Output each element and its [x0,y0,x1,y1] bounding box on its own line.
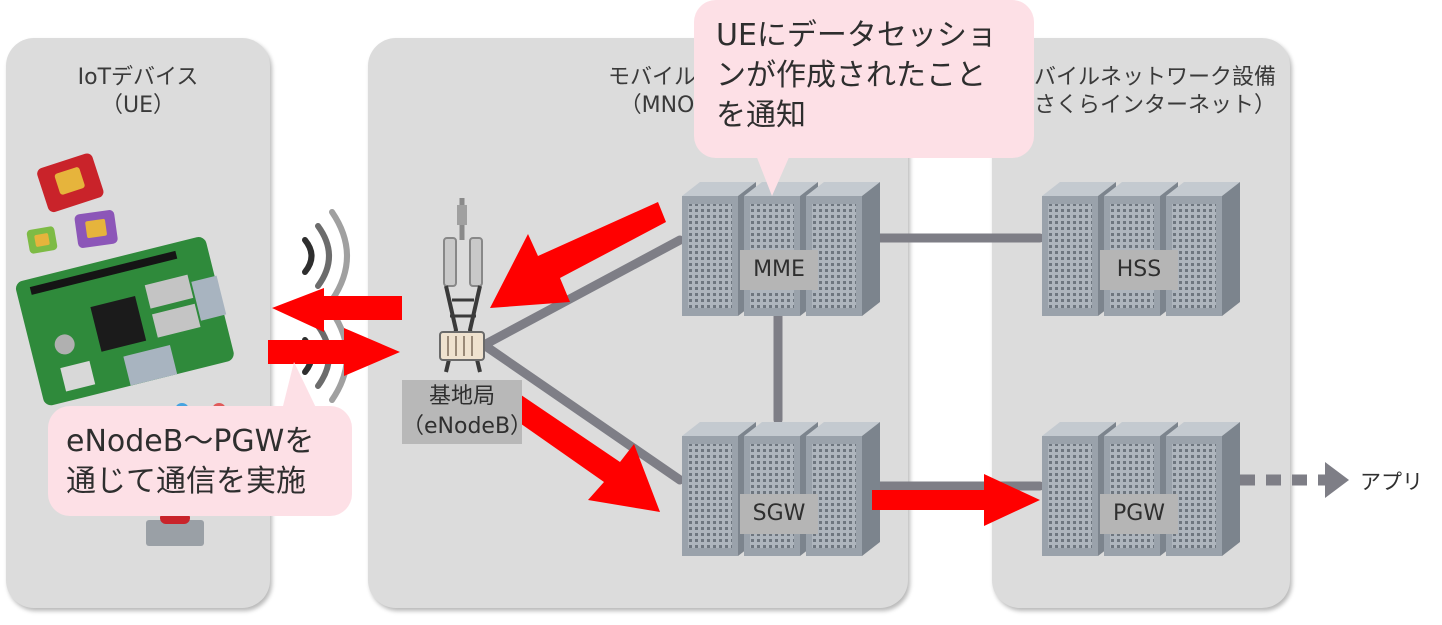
iot-device-subtitle-text: （UE） [100,93,175,118]
base-station-icon [439,198,485,373]
iot-board-icon [15,237,234,406]
node-label-mme: MME [740,250,818,290]
sim-card-green-icon [26,226,58,254]
base-station-label: 基地局 （eNodeB） [402,380,533,444]
node-label-hss: HSS [1100,250,1178,290]
sakura-subtitle-text: （さくらインターネット） [1011,93,1276,118]
server-hss [1042,182,1240,316]
app-arrow-head [1325,462,1349,498]
sakura-title-text: モバイルネットワーク設備 [1011,65,1276,90]
arrow-enb-to-ue [272,288,402,332]
iot-device-title-text: IoTデバイス [77,65,199,90]
callout-top-line-2: ンが作成されたこと [716,58,986,93]
callout-top-line-3: を通知 [716,98,806,133]
sim-card-red-icon [37,153,104,213]
base-station-name: 基地局 [428,384,495,409]
panel-iot-device-title: IoTデバイス （UE） [6,64,270,120]
callout-top-tail [756,155,790,196]
server-mme [682,182,880,316]
app-label: アプリ [1360,470,1423,494]
callout-bottom-tail [282,362,320,416]
arrow-enb-to-sgw [484,382,660,512]
callout-top-line-1: UEにデータセッショ [716,18,997,53]
arrow-mme-to-enb [490,202,666,308]
arrow-ue-to-enb [268,328,400,376]
server-pgw [1042,422,1240,556]
link-enb-sgw [479,340,685,485]
panel-sakura-title: モバイルネットワーク設備 （さくらインターネット） [992,64,1290,120]
sim-card-purple-icon [74,210,118,248]
callout-session-created: UEにデータセッショ ンが作成されたこと を通知 [694,0,1034,158]
callout-communication: eNodeB〜PGWを 通じて通信を実施 [48,406,352,516]
server-sgw [682,422,880,556]
app-link [1240,462,1349,498]
base-station-subname: （eNodeB） [402,414,533,439]
node-label-pgw: PGW [1100,494,1178,534]
node-label-sgw: SGW [740,494,818,534]
link-enb-mme [479,235,685,350]
callout-bottom-line-1: eNodeB〜PGWを [66,424,315,459]
push-button-icon [146,512,204,546]
network-links [479,233,1045,491]
callout-bottom-line-2: 通じて通信を実施 [66,464,306,499]
arrow-sgw-to-pgw [872,474,1040,526]
traffic-arrows [268,202,1040,526]
panel-sakura: モバイルネットワーク設備 （さくらインターネット） [992,38,1290,608]
